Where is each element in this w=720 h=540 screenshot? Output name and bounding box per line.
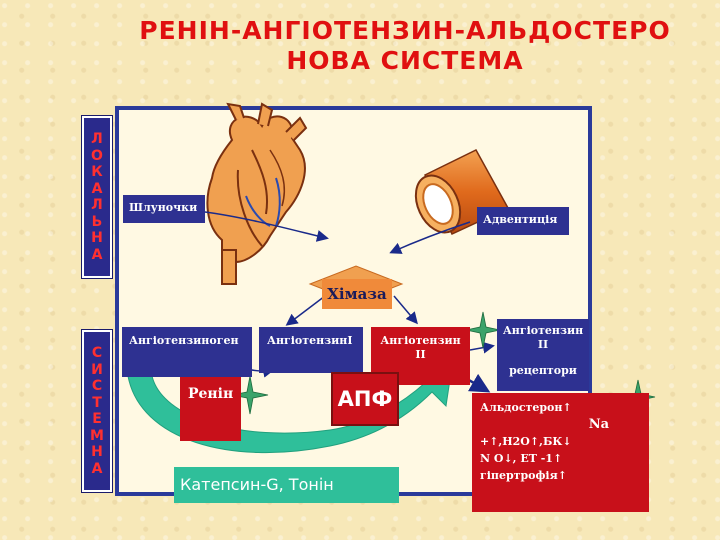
side-letter: С bbox=[91, 345, 103, 361]
title-line-2: НОВА СИСТЕМА bbox=[286, 46, 524, 75]
star-icon bbox=[465, 311, 501, 349]
star-icon bbox=[231, 375, 269, 415]
effect-na: Na bbox=[588, 417, 609, 432]
angiotensin-receptors-box: Ангіотензин II рецептори bbox=[497, 319, 589, 391]
side-letter: Н bbox=[91, 444, 103, 460]
side-letter: И bbox=[91, 361, 103, 378]
side-letter: А bbox=[91, 180, 103, 197]
receptors-line-1: Ангіотензин bbox=[502, 324, 584, 337]
chymase-label: Хімаза bbox=[322, 279, 392, 309]
side-letter: А bbox=[91, 246, 103, 263]
ventricles-label: Шлуночки bbox=[123, 195, 205, 223]
receptors-line-2: II bbox=[537, 338, 549, 351]
ace-box: АПФ bbox=[331, 372, 399, 426]
side-letter: Л bbox=[91, 131, 103, 147]
side-letter: Т bbox=[92, 394, 102, 411]
angiotensin-1-box: АнгіотензинI bbox=[259, 327, 363, 373]
side-letter: Е bbox=[92, 411, 102, 427]
side-letter: С bbox=[91, 378, 103, 394]
side-letter: О bbox=[91, 147, 103, 164]
side-letter: А bbox=[91, 460, 103, 477]
side-letter: Ь bbox=[91, 213, 103, 230]
side-letter: Л bbox=[91, 197, 103, 213]
heart-icon bbox=[206, 102, 308, 285]
effect-aldosterone: Альдостерон↑ bbox=[480, 401, 572, 414]
page-title: РЕНІН-АНГІОТЕНЗИН-АЛЬДОСТЕРО НОВА СИСТЕМ… bbox=[105, 16, 705, 76]
angiotensin-2-line-1: Ангіотензин bbox=[380, 334, 461, 347]
angiotensinogen-box: Ангіотензиноген bbox=[122, 327, 252, 377]
title-line-1: РЕНІН-АНГІОТЕНЗИН-АЛЬДОСТЕРО bbox=[139, 16, 671, 45]
angiotensin-2-line-2: II bbox=[415, 348, 426, 361]
effects-box: Альдостерон↑ Na +↑,H2O↑,БК↓ N O↓, ЕТ -1↑… bbox=[472, 393, 649, 512]
side-letter: М bbox=[90, 427, 104, 444]
renin-box: Ренін bbox=[180, 377, 241, 441]
side-letter: Н bbox=[91, 230, 103, 246]
cathepsin-tonin-label: Катепсин-G, Тонін bbox=[174, 467, 399, 503]
effect-hypertrophy: гіпертрофія↑ bbox=[480, 469, 567, 482]
receptors-line-3: рецептори bbox=[509, 364, 577, 377]
angiotensin-2-box: Ангіотензин II bbox=[371, 327, 470, 385]
effect-no: N O↓, ЕТ -1↑ bbox=[480, 452, 563, 465]
side-letter: К bbox=[91, 164, 103, 180]
effect-water: +↑,H2O↑,БК↓ bbox=[480, 435, 572, 448]
adventitia-label: Адвентиція bbox=[477, 207, 569, 235]
